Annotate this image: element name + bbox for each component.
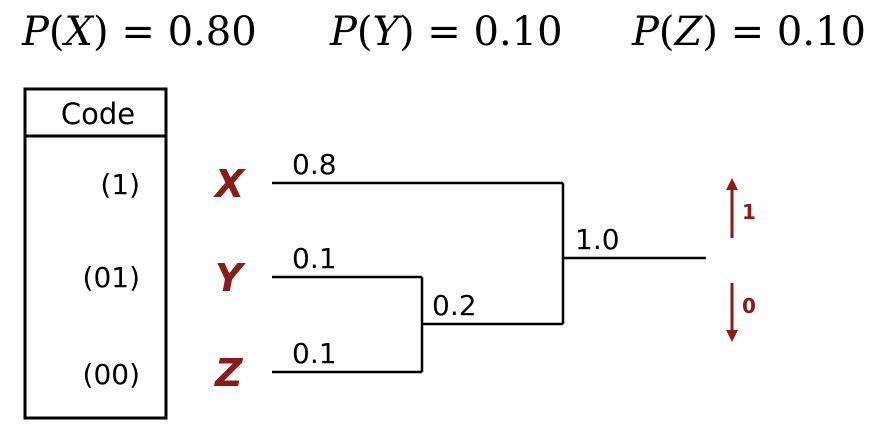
- code-x: (1): [100, 168, 140, 201]
- code-y: (01): [83, 261, 140, 294]
- probability-y: P(Y) = 0.10: [329, 9, 563, 55]
- code-table: Code (1) (01) (00): [23, 87, 168, 420]
- huffman-tree: [272, 181, 706, 374]
- probability-z: P(Z) = 0.10: [631, 9, 866, 55]
- bit-label-zero: 0: [742, 294, 756, 318]
- weight-root: 1.0: [575, 223, 620, 256]
- weight-y: 0.1: [292, 242, 337, 275]
- weight-z: 0.1: [292, 337, 337, 370]
- code-table-header: Code: [61, 97, 135, 131]
- symbol-y: Y: [215, 256, 246, 300]
- code-z: (00): [83, 358, 140, 391]
- code-table-frame: [23, 87, 168, 420]
- probability-x: P(X) = 0.80: [21, 9, 257, 55]
- bit-label-one: 1: [742, 200, 756, 224]
- symbol-z: Z: [214, 351, 244, 395]
- symbol-x: X: [213, 162, 246, 206]
- weight-x: 0.8: [292, 148, 337, 181]
- weight-yz: 0.2: [432, 289, 477, 322]
